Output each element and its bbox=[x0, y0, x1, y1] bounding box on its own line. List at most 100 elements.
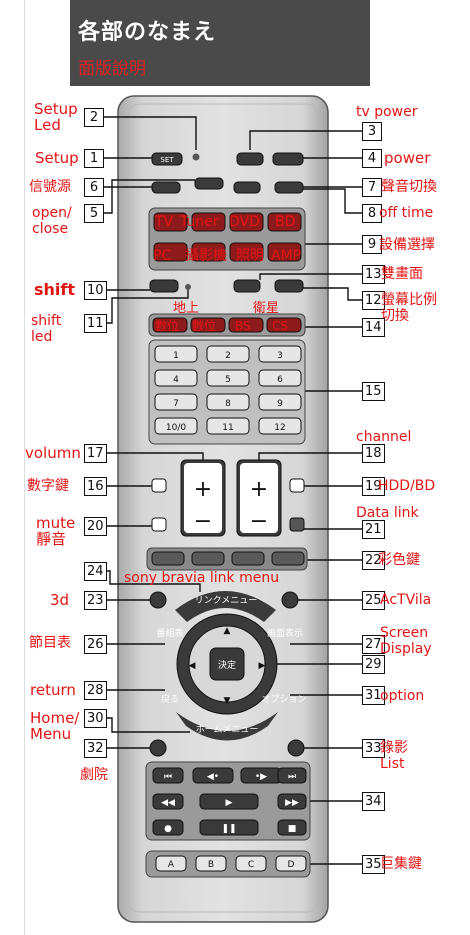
device-button-5 bbox=[153, 242, 188, 262]
callout-label-rec-list: 錄影 List bbox=[380, 740, 408, 772]
home-menu-label: ホームメニュー bbox=[196, 724, 259, 735]
transport-button-9 bbox=[199, 819, 259, 836]
power-button bbox=[272, 152, 304, 166]
callout-label-data-link: Data link bbox=[356, 505, 419, 521]
actvila-button bbox=[281, 591, 299, 609]
screen-display-label: 画面表示 bbox=[267, 627, 303, 639]
transport-icon-8: ● bbox=[164, 824, 172, 834]
macro-key-label-A: A bbox=[168, 860, 175, 870]
callout-label-volume: volumn bbox=[25, 444, 81, 462]
digit-button bbox=[151, 478, 167, 493]
overlay-device_row1-1: Tuner bbox=[180, 214, 219, 230]
callout-number-setup: 1 bbox=[84, 149, 104, 168]
page-subtitle: 面版說明 bbox=[78, 59, 146, 79]
tv-power-button bbox=[236, 152, 264, 166]
callout-number-input-source: 6 bbox=[84, 178, 104, 197]
callout-number-setup-led: 2 bbox=[84, 108, 104, 127]
broadcast-button-4 bbox=[266, 317, 302, 333]
color-keys-panel bbox=[146, 547, 308, 571]
transport-icon-7: ▶▶ bbox=[285, 798, 299, 808]
callout-label-shift: shift bbox=[34, 280, 76, 299]
enter-button bbox=[209, 647, 245, 681]
callout-label-color-keys: 彩色鍵 bbox=[378, 552, 420, 568]
callout-number-home-menu: 30 bbox=[84, 709, 107, 728]
hdd-bd-button bbox=[289, 478, 305, 493]
numpad-key-label-1: 1 bbox=[173, 351, 179, 361]
sound-button bbox=[274, 181, 304, 194]
callout-label-input-source: 信號源 bbox=[29, 179, 71, 195]
home-menu-arc bbox=[176, 712, 278, 741]
input-button bbox=[151, 181, 181, 194]
numpad-key-12 bbox=[258, 417, 302, 435]
overlay-device_row2-0: PC bbox=[153, 248, 172, 264]
transport-button-4 bbox=[277, 767, 307, 784]
dpad-down-icon: ▼ bbox=[224, 696, 231, 706]
leader-volume bbox=[101, 452, 204, 460]
overlay-device_row1-0: TV bbox=[155, 214, 174, 230]
callout-number-theater: 32 bbox=[84, 739, 107, 758]
callout-label-channel: channel bbox=[356, 429, 412, 445]
callout-label-pip: 雙畫面 bbox=[381, 266, 423, 282]
callout-number-aspect-ratio: 12 bbox=[362, 291, 385, 310]
page-title: 各部のなまえ bbox=[78, 20, 217, 45]
transport-icon-6: ▶ bbox=[226, 798, 233, 808]
dpad-left-icon: ◀ bbox=[189, 661, 196, 671]
3d-button bbox=[149, 591, 167, 609]
numpad-key-label-8: 8 bbox=[225, 399, 231, 409]
callout-number-broadcast: 14 bbox=[362, 318, 385, 337]
device-button-4 bbox=[267, 212, 302, 232]
color-key-4 bbox=[271, 551, 305, 566]
callout-number-shift-led: 11 bbox=[84, 314, 107, 333]
callout-label-option: option bbox=[380, 688, 425, 704]
numpad-key-3 bbox=[258, 345, 302, 363]
btn-row2-2 bbox=[194, 177, 224, 190]
device-button-1 bbox=[153, 212, 188, 232]
color-key-1 bbox=[151, 551, 185, 566]
callout-number-macro: 35 bbox=[362, 855, 385, 874]
overlay-broadcast_row-2: BS bbox=[235, 319, 251, 333]
overlay-device_row1-2: DVD bbox=[229, 214, 260, 230]
numpad-key-8 bbox=[206, 393, 250, 411]
link-menu-arc bbox=[175, 591, 276, 622]
macro-key-B bbox=[195, 855, 227, 872]
macro-key-label-B: B bbox=[208, 860, 214, 870]
overlay-device_row2-1: 攝影機 bbox=[185, 248, 227, 264]
leader-tv-power bbox=[249, 130, 362, 150]
callout-number-color-keys: 22 bbox=[362, 551, 385, 570]
shift-led-light bbox=[185, 284, 191, 290]
transport-button-1 bbox=[152, 767, 184, 784]
callout-number-option: 31 bbox=[362, 686, 385, 705]
data-link-button bbox=[289, 517, 305, 532]
callout-label-macro: 巨集鍵 bbox=[380, 856, 422, 872]
leader-aspect-ratio bbox=[303, 287, 362, 301]
overlay-broadcast_row-0: 數位 bbox=[155, 319, 180, 333]
overlay-broadcast_top-1: 衛星 bbox=[253, 301, 280, 316]
numpad-key-label-3: 3 bbox=[277, 351, 283, 361]
rec-list-button bbox=[287, 739, 305, 757]
numpad-key-label-2: 2 bbox=[225, 351, 231, 361]
callout-label-mute: mute 靜音 bbox=[36, 514, 76, 548]
btn-row2-3 bbox=[233, 181, 261, 194]
callout-number-dpad: 29 bbox=[362, 655, 385, 674]
numpad-key-6 bbox=[258, 369, 302, 387]
leader-pip bbox=[259, 273, 362, 280]
numpad-key-9 bbox=[258, 393, 302, 411]
theater-button bbox=[149, 739, 167, 757]
macro-key-label-C: C bbox=[248, 860, 254, 870]
leader-lines bbox=[101, 116, 362, 865]
channel-plus: + bbox=[250, 477, 268, 502]
header-bar bbox=[70, 0, 370, 86]
numpad-key-2 bbox=[206, 345, 250, 363]
device-select-panel bbox=[148, 207, 306, 271]
callout-label-screen-display: Screen Display bbox=[380, 625, 432, 657]
device-button-2 bbox=[191, 212, 226, 232]
broadcast-button-3 bbox=[228, 317, 264, 333]
transport-button-10 bbox=[277, 819, 307, 836]
callout-number-rec-list: 33 bbox=[362, 739, 385, 758]
callout-label-theater: 劇院 bbox=[80, 767, 108, 783]
overlay-device_row1-3: BD bbox=[275, 214, 296, 230]
callout-number-tv-power: 3 bbox=[362, 122, 382, 141]
volume-rocker-face bbox=[184, 463, 222, 533]
leader-off-time bbox=[303, 188, 362, 214]
